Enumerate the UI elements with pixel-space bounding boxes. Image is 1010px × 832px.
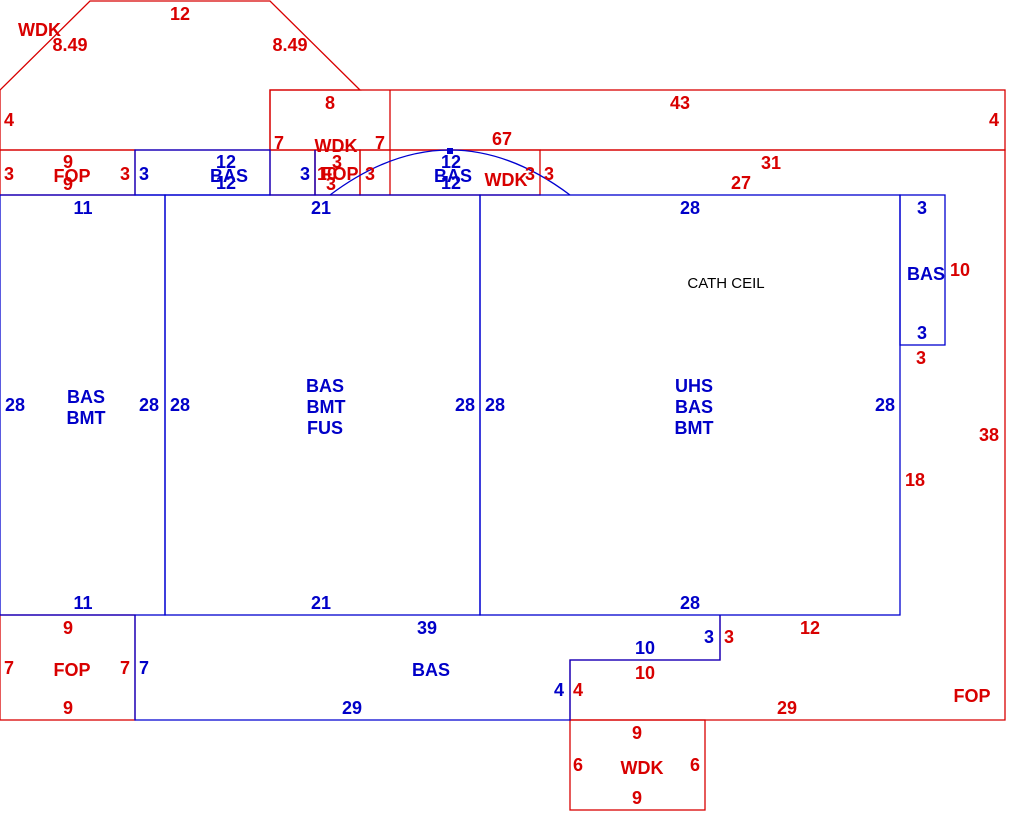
bas-bottom-dim-step-side: 3 xyxy=(704,627,714,647)
fop-left-bottom-dim-left: 7 xyxy=(4,658,14,678)
wdk-small-dim-left: 7 xyxy=(274,133,284,153)
bas-side-dim-top: 3 xyxy=(917,198,927,218)
wdk-top-dim-top: 12 xyxy=(170,4,190,24)
fop-left-top-dim-right: 3 xyxy=(120,164,130,184)
living-labels: 3 12 BAS 12 3 12 BAS 12 11 28 BAS BMT 28… xyxy=(5,152,945,718)
bas-side-code: BAS xyxy=(907,264,945,284)
bas-bottom-code: BAS xyxy=(412,660,450,680)
exterior-labels: WDK 12 8.49 8.49 4 8 43 4 7 WDK 7 67 9 3… xyxy=(4,4,999,808)
bas-bottom-outline xyxy=(134,615,721,721)
fop-big-dim-step: 12 xyxy=(800,618,820,638)
bas-strip-outline xyxy=(134,149,271,196)
bas-side-dim-bottom: 3 xyxy=(917,323,927,343)
room-1-dim-right: 28 xyxy=(139,395,159,415)
room-2-code-1: BAS xyxy=(306,376,344,396)
fop-small-dim-left: 10 xyxy=(317,164,337,184)
fop-left-bottom-dim-bottom: 9 xyxy=(63,698,73,718)
fop-big-dim-inner: 10 xyxy=(635,663,655,683)
room-2-code-2: BMT xyxy=(307,397,346,417)
bas-strip-dim-left: 3 xyxy=(139,164,149,184)
fop-small-dim-top: 3 xyxy=(332,152,342,172)
fop-left-bottom-dim-right: 7 xyxy=(120,658,130,678)
fop-left-top-dim-top: 9 xyxy=(63,152,73,172)
wdk-right-bay-left-dim: 3 xyxy=(525,164,535,184)
fop-big-dim-step-side: 3 xyxy=(724,627,734,647)
room-3-code-3: BMT xyxy=(675,418,714,438)
bas-bottom-dim-bottom: 29 xyxy=(342,698,362,718)
room-1-dim-left: 28 xyxy=(5,395,25,415)
wdk-bottom-dim-left: 6 xyxy=(573,755,583,775)
fop-left-bottom-dim-top: 9 xyxy=(63,618,73,638)
room-1-code-2: BMT xyxy=(67,408,106,428)
room-3-dim-bottom: 28 xyxy=(680,593,700,613)
fop-big-dim-right: 38 xyxy=(979,425,999,445)
room-1-dim-top: 11 xyxy=(73,198,92,218)
living-outlines xyxy=(0,148,946,721)
wdk-right-dim-inner: 67 xyxy=(492,129,512,149)
wdk-top-code: WDK xyxy=(18,20,61,40)
bas-strip-code: BAS xyxy=(210,166,248,186)
fop-small-code: FOP xyxy=(321,164,358,184)
bas-bottom-dim-left: 7 xyxy=(139,658,149,678)
fop-big-dim-top: 31 xyxy=(761,153,781,173)
wdk-bottom-code: WDK xyxy=(621,758,664,778)
room-3-outline xyxy=(479,194,901,616)
bas-strip-dim-right: 3 xyxy=(300,164,310,184)
bas-side-dim-right: 10 xyxy=(950,260,970,280)
wdk-small-dim-top: 8 xyxy=(325,93,335,113)
fop-small-dim-right: 3 xyxy=(365,164,375,184)
fop-big-dim-bottom: 29 xyxy=(777,698,797,718)
fop-big-code: FOP xyxy=(953,686,990,706)
room-1-dim-bottom: 11 xyxy=(73,593,92,613)
wdk-top-dim-left-slope: 8.49 xyxy=(52,35,87,55)
wdk-right-dim-side: 4 xyxy=(989,110,999,130)
fop-left-bottom-code: FOP xyxy=(53,660,90,680)
room-3-code-1: UHS xyxy=(675,376,713,396)
wdk-top-dim-right-slope: 8.49 xyxy=(272,35,307,55)
bas-bottom-dim-step: 10 xyxy=(635,638,655,658)
bas-bottom-dim-right: 4 xyxy=(554,680,564,700)
bas-bay-code: BAS xyxy=(434,166,472,186)
fop-big-dim-under: 3 xyxy=(916,348,926,368)
wdk-bottom-dim-right: 6 xyxy=(690,755,700,775)
room-3-dim-left: 28 xyxy=(485,395,505,415)
wdk-small-code: WDK xyxy=(315,136,358,156)
room-2-dim-right: 28 xyxy=(455,395,475,415)
bas-bay-dim-top: 12 xyxy=(441,152,461,172)
wdk-top-dim-side: 4 xyxy=(4,110,14,130)
wdk-right-bay-code: WDK xyxy=(485,170,528,190)
room-2-dim-left: 28 xyxy=(170,395,190,415)
fop-big-dim-inner-top: 27 xyxy=(731,173,751,193)
room-3-code-2: BAS xyxy=(675,397,713,417)
fop-big-outline xyxy=(540,149,1006,721)
fop-left-top-code: FOP xyxy=(53,166,90,186)
bas-side-outline xyxy=(899,194,946,346)
fop-big-dim-notch: 18 xyxy=(905,470,925,490)
bay-center-marker xyxy=(447,148,453,154)
bas-bottom-dim-top: 39 xyxy=(417,618,437,638)
room-2-dim-top: 21 xyxy=(311,198,331,218)
bas-strip-dim-top: 12 xyxy=(216,152,236,172)
fop-big-dim-left-top: 3 xyxy=(544,164,554,184)
room-3-dim-right: 28 xyxy=(875,395,895,415)
room-3-note: CATH CEIL xyxy=(687,275,764,292)
bas-bay-dim-bottom: 12 xyxy=(441,173,461,193)
fop-small-dim-bottom: 3 xyxy=(326,174,336,194)
fop-big-dim-left: 4 xyxy=(573,680,583,700)
fop-left-top-dim-bottom: 9 xyxy=(63,174,73,194)
fop-left-top-dim-left: 3 xyxy=(4,164,14,184)
room-1-code-1: BAS xyxy=(67,387,105,407)
wdk-bottom-outline xyxy=(569,719,706,811)
room-3-dim-top: 28 xyxy=(680,198,700,218)
wdk-bottom-dim-top: 9 xyxy=(632,723,642,743)
bas-strip-dim-bottom: 12 xyxy=(216,173,236,193)
room-2-code-3: FUS xyxy=(307,418,343,438)
wdk-right-dim-top: 43 xyxy=(670,93,690,113)
wdk-bottom-dim-bottom: 9 xyxy=(632,788,642,808)
room-2-dim-bottom: 21 xyxy=(311,593,331,613)
wdk-small-dim-right: 7 xyxy=(375,133,385,153)
